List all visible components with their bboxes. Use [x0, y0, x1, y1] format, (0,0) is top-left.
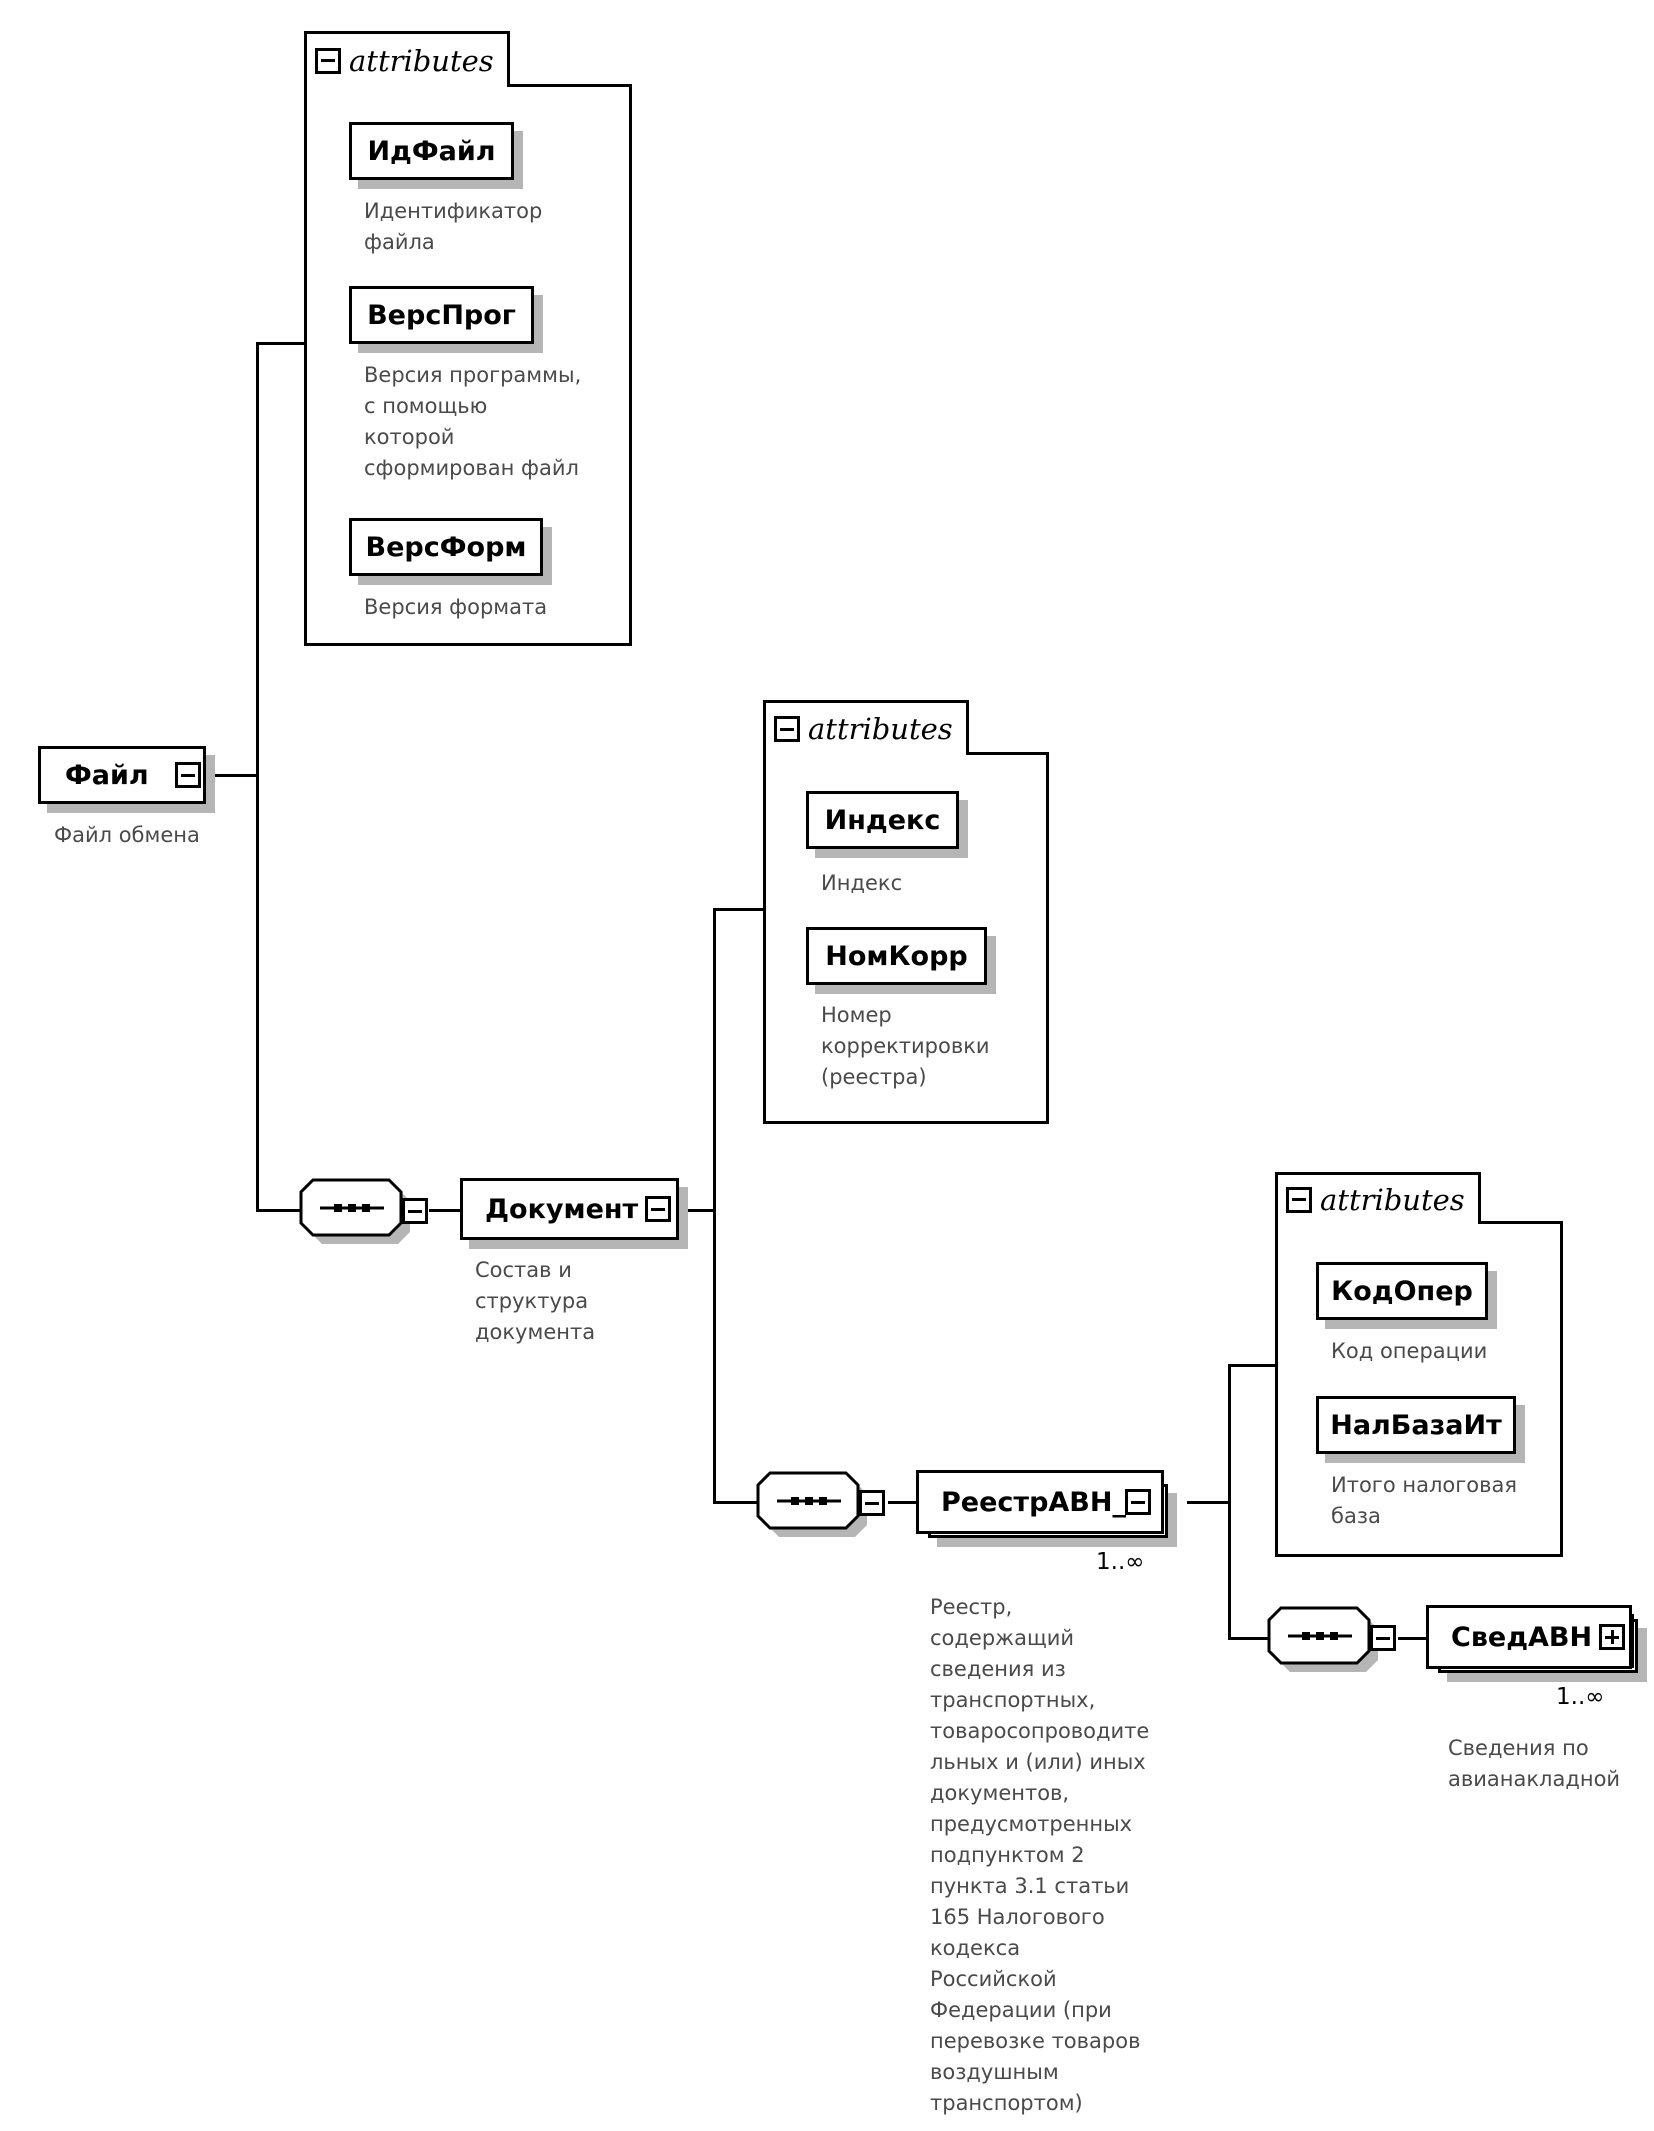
- connector-line: [256, 342, 259, 1212]
- collapse-icon[interactable]: [175, 762, 201, 788]
- attribute-name: Индекс: [824, 804, 941, 836]
- element-name: РеестрАВН_9: [941, 1486, 1145, 1518]
- collapse-icon[interactable]: [402, 1198, 428, 1224]
- attribute-name: НалБазаИт: [1330, 1409, 1502, 1441]
- attribute-description: Идентификатор файла: [364, 199, 543, 254]
- element-description: Сведения по авианакладной: [1448, 1736, 1621, 1791]
- sequence-compositor[interactable]: [1266, 1604, 1404, 1680]
- attribute-versform[interactable]: ВерсФорм: [349, 518, 543, 576]
- collapse-icon[interactable]: [1286, 1186, 1312, 1213]
- connector-line: [713, 908, 716, 1504]
- cardinality-label: 1..∞: [1096, 1549, 1145, 1575]
- collapse-icon[interactable]: [1125, 1489, 1151, 1515]
- attributes-label: attributes: [349, 43, 494, 78]
- connector-line: [1187, 1501, 1231, 1504]
- element-description: Состав и структура документа: [475, 1258, 596, 1344]
- collapse-icon[interactable]: [859, 1490, 885, 1516]
- attribute-description: Версия программы, с помощью которой сфор…: [364, 363, 582, 480]
- element-document[interactable]: Документ: [460, 1178, 679, 1240]
- element-description: Файл обмена: [54, 823, 200, 847]
- attribute-nomkorr[interactable]: НомКорр: [806, 927, 987, 985]
- registry-attributes-tab[interactable]: attributes: [1275, 1172, 1481, 1224]
- attribute-description: Номер корректировки (реестра): [821, 1003, 990, 1089]
- attribute-description: Версия формата: [364, 595, 548, 619]
- attribute-idfile[interactable]: ИдФайл: [349, 122, 514, 180]
- attribute-name: ИдФайл: [367, 135, 496, 167]
- element-name: Файл: [65, 759, 149, 791]
- attribute-description: Код операции: [1331, 1339, 1488, 1363]
- element-name: СведАВН: [1451, 1621, 1593, 1653]
- document-attributes-tab[interactable]: attributes: [763, 700, 969, 755]
- attribute-versprog[interactable]: ВерсПрог: [349, 286, 534, 344]
- attribute-name: НомКорр: [825, 940, 968, 972]
- connector-line: [1398, 1637, 1428, 1640]
- attribute-description: Индекс: [821, 871, 903, 895]
- attributes-label: attributes: [808, 712, 953, 746]
- sequence-compositor[interactable]: [755, 1469, 893, 1545]
- element-name: Документ: [485, 1193, 639, 1225]
- attributes-label: attributes: [1320, 1182, 1465, 1217]
- collapse-icon[interactable]: [1370, 1625, 1396, 1651]
- attribute-nalbazait[interactable]: НалБазаИт: [1316, 1396, 1516, 1454]
- connector-line: [256, 1209, 302, 1212]
- attribute-name: ВерсФорм: [365, 531, 527, 563]
- attribute-index[interactable]: Индекс: [806, 791, 959, 849]
- attribute-name: КодОпер: [1331, 1275, 1473, 1307]
- element-sved-avn[interactable]: СведАВН: [1426, 1605, 1632, 1669]
- element-description: Реестр, содержащий сведения из транспорт…: [930, 1595, 1150, 2115]
- connector-line: [429, 1209, 463, 1212]
- collapse-icon[interactable]: [774, 716, 800, 742]
- connector-line: [196, 774, 258, 777]
- attribute-description: Итого налоговая база: [1331, 1473, 1517, 1528]
- connector-line: [713, 1501, 761, 1504]
- root-attributes-tab[interactable]: attributes: [304, 31, 510, 87]
- element-registry[interactable]: РеестрАВН_9: [916, 1470, 1164, 1534]
- cardinality-label: 1..∞: [1556, 1684, 1605, 1710]
- connector-line: [1228, 1364, 1275, 1367]
- connector-line: [256, 342, 304, 345]
- element-file[interactable]: Файл: [38, 746, 206, 804]
- collapse-icon[interactable]: [315, 47, 341, 74]
- connector-line: [1228, 1364, 1231, 1640]
- collapse-icon[interactable]: [645, 1196, 671, 1222]
- attribute-name: ВерсПрог: [367, 299, 516, 331]
- connector-line: [888, 1501, 918, 1504]
- connector-line: [713, 908, 763, 911]
- attribute-kodoper[interactable]: КодОпер: [1316, 1262, 1488, 1320]
- connector-line: [1228, 1637, 1272, 1640]
- sequence-compositor[interactable]: [298, 1176, 436, 1252]
- expand-icon[interactable]: [1599, 1624, 1625, 1650]
- connector-line: [676, 1209, 716, 1212]
